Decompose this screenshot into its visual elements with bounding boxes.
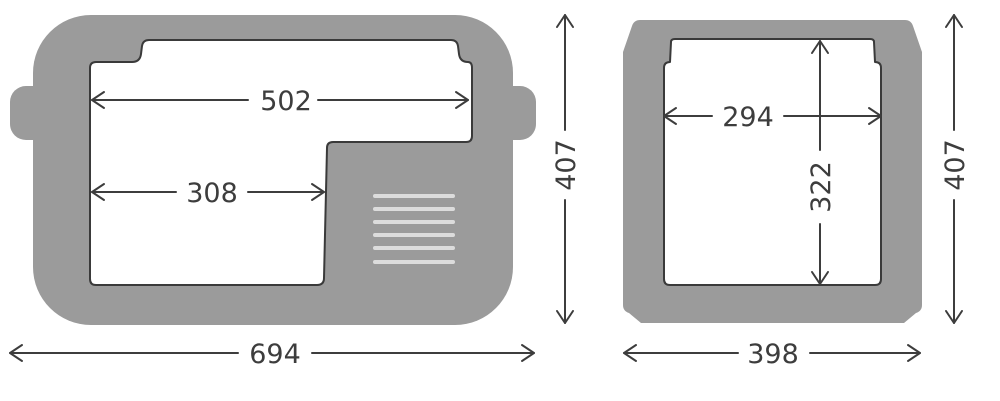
dimension-label: 407 [551, 139, 582, 191]
dimension-outer-height-right: 407 [940, 14, 971, 324]
dimension-label: 694 [249, 339, 301, 370]
dimension-outer-width-right: 398 [623, 339, 921, 370]
dimension-inner-lower-width: 308 [91, 178, 325, 209]
dimension-inner-upper-width: 502 [91, 86, 469, 117]
left-unit: 502 308 694 407 [9, 14, 582, 370]
dimension-inner-width-right: 294 [663, 102, 882, 133]
vent-grille [373, 194, 455, 264]
dimension-label: 407 [940, 139, 971, 191]
dimension-outer-width-left: 694 [9, 339, 535, 370]
dimension-label: 308 [186, 178, 238, 209]
dimension-outer-height-left: 407 [551, 14, 582, 324]
dimension-label: 398 [747, 339, 799, 370]
left-unit-cavity [89, 39, 473, 286]
dimension-label: 294 [722, 102, 774, 133]
dimension-label: 322 [806, 161, 837, 213]
right-unit-cavity [663, 38, 882, 286]
dimension-label: 502 [260, 86, 312, 117]
right-unit: 294 322 398 407 [623, 14, 971, 370]
dimension-inner-height-right: 322 [806, 40, 837, 285]
